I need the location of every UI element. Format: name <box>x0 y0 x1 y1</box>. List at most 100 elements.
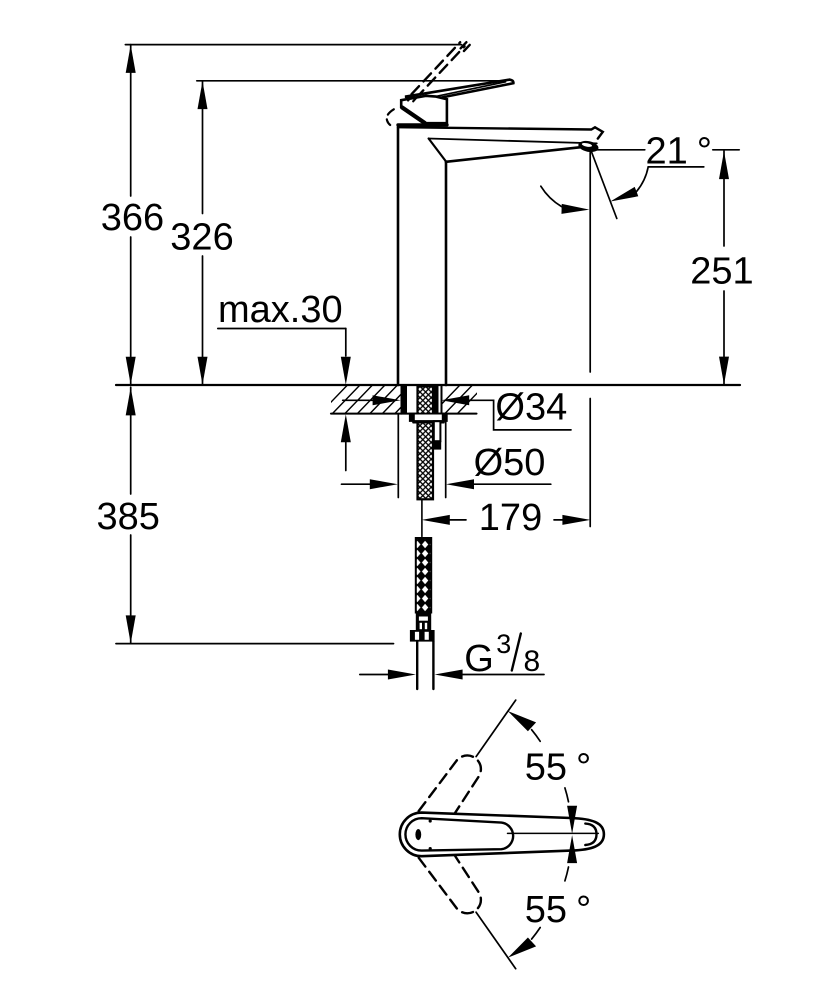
dim-max30-label: max.30 <box>218 289 343 331</box>
dim-55-upper-arrow-axis <box>567 805 578 834</box>
hose-ferrule-slot-1 <box>419 622 422 630</box>
hose-nut <box>409 630 435 642</box>
dim-g38-label-numerator: 3 <box>496 629 511 659</box>
dim-251 <box>711 148 741 386</box>
dim-55-upper-arc-low <box>564 787 570 803</box>
connection-hose <box>409 537 435 691</box>
hose-braid <box>414 537 433 614</box>
dim-55-lower-value: 55 <box>525 889 567 931</box>
dim-dia34-leader <box>468 399 572 431</box>
dim-55-upper-arc-high <box>530 728 542 743</box>
dim-55-lower-arc-low <box>564 866 570 882</box>
dim-326-arrow-up <box>197 81 208 110</box>
top-view-lever-outline <box>404 816 515 852</box>
dim-385-arrow-down <box>125 615 136 644</box>
spout-underside <box>444 145 583 164</box>
dim-21deg-arrow-left <box>561 203 590 214</box>
spout-facet-line <box>427 137 598 145</box>
dim-55-lower-ray <box>475 911 517 970</box>
dim-21deg-value: 21 <box>646 130 688 172</box>
dim-dia34-arrow-right <box>441 395 470 406</box>
raised-lever-line-1 <box>410 41 462 96</box>
dim-21deg-arrow-right <box>610 186 639 202</box>
shank-sleeve-left <box>402 386 407 413</box>
dim-55-upper-unit: ° <box>576 747 591 789</box>
hose-ferrule-band <box>418 616 428 621</box>
lever-blade <box>404 78 515 101</box>
dim-385-arrow-up <box>125 387 136 416</box>
fixing-bolt <box>432 420 442 443</box>
dim-dia50-arrow-right <box>446 479 474 490</box>
dim-55-lower-arc-high <box>530 926 542 940</box>
raised-lever-tip-1 <box>459 41 468 50</box>
fixing-bolt-nut <box>432 441 442 450</box>
dim-dia50 <box>340 413 552 499</box>
dim-251-arrow-down <box>719 356 729 385</box>
washer-end-left <box>409 413 415 421</box>
dim-dia34 <box>341 395 572 431</box>
raised-hub-back-arc <box>385 108 395 127</box>
dim-dia34-label: Ø34 <box>495 387 567 429</box>
dim-g38-label-denominator: 8 <box>524 645 541 678</box>
dim-g38 <box>358 632 545 680</box>
hose-nut-facet-2 <box>424 631 429 640</box>
dim-21deg-arc-left <box>539 185 563 208</box>
dim-21deg <box>539 148 705 528</box>
dim-55-upper-label: 55° <box>525 747 591 789</box>
dim-g38-arrow-left <box>387 669 416 680</box>
dim-g38-fraction-slash <box>510 632 522 672</box>
dim-21deg-arc-right <box>635 166 650 193</box>
hose-nut-facet-1 <box>414 631 420 640</box>
spout-shoulder-chamfer <box>427 137 448 163</box>
dim-385-label: 385 <box>96 496 159 538</box>
dim-55-lower-unit: ° <box>576 889 591 931</box>
dim-55-lower <box>475 835 578 970</box>
dim-55-upper <box>475 699 578 834</box>
dim-55-upper-value: 55 <box>525 747 567 789</box>
aerator-inner <box>581 142 593 147</box>
washer-end-right <box>441 413 447 421</box>
threaded-shank <box>416 385 435 501</box>
dim-dia50-label: Ø50 <box>474 442 546 484</box>
top-view-body <box>398 811 606 858</box>
hose-ferrule <box>415 612 432 630</box>
dim-251-arrow-up <box>719 151 729 180</box>
dim-251-label: 251 <box>690 251 753 293</box>
top-view-spout-inner-arc <box>584 822 598 847</box>
raised-hub-dash-4 <box>412 95 419 103</box>
dim-g38-label-g: G <box>464 638 494 680</box>
dim-21deg-label: 21° <box>646 130 712 172</box>
raised-lever-tip-2 <box>462 43 471 53</box>
dim-179-arrow-right <box>562 514 591 525</box>
dim-366-arrow-down <box>125 356 136 385</box>
dim-55-upper-ray <box>475 699 517 758</box>
lever-hub-front-edge <box>399 105 427 126</box>
dim-55-lower-label: 55° <box>525 889 591 931</box>
dim-326-label: 326 <box>170 216 233 258</box>
shank-sleeve-right <box>434 386 439 413</box>
dim-21deg-unit: ° <box>697 130 712 172</box>
raised-hub-dash-3 <box>406 94 414 102</box>
dim-385 <box>115 386 395 645</box>
flow-angled-line <box>590 149 618 220</box>
top-view: 55° 55° <box>398 699 606 970</box>
spout-top-edge <box>396 125 605 140</box>
raised-lever-line-2 <box>414 45 466 100</box>
dim-55-lower-arrow-ray <box>507 937 537 958</box>
dim-366-label: 366 <box>101 197 164 239</box>
dim-326 <box>195 79 506 386</box>
mounting-washer <box>408 412 448 422</box>
top-view-dot-upper <box>428 819 432 823</box>
dim-179-label: 179 <box>479 497 542 539</box>
deck-hatch-line <box>331 385 348 414</box>
dim-dia50-arrow-left <box>369 479 398 490</box>
top-view-dot-lower <box>428 847 432 851</box>
dim-dia34-arrow-left <box>372 395 401 406</box>
lever-solid <box>399 78 515 126</box>
faucet-body <box>396 123 605 387</box>
dim-55-lower-arrow-axis <box>567 835 578 864</box>
dim-326-arrow-down <box>197 356 208 385</box>
dim-max30 <box>216 327 351 472</box>
mounting-hardware <box>402 385 448 538</box>
